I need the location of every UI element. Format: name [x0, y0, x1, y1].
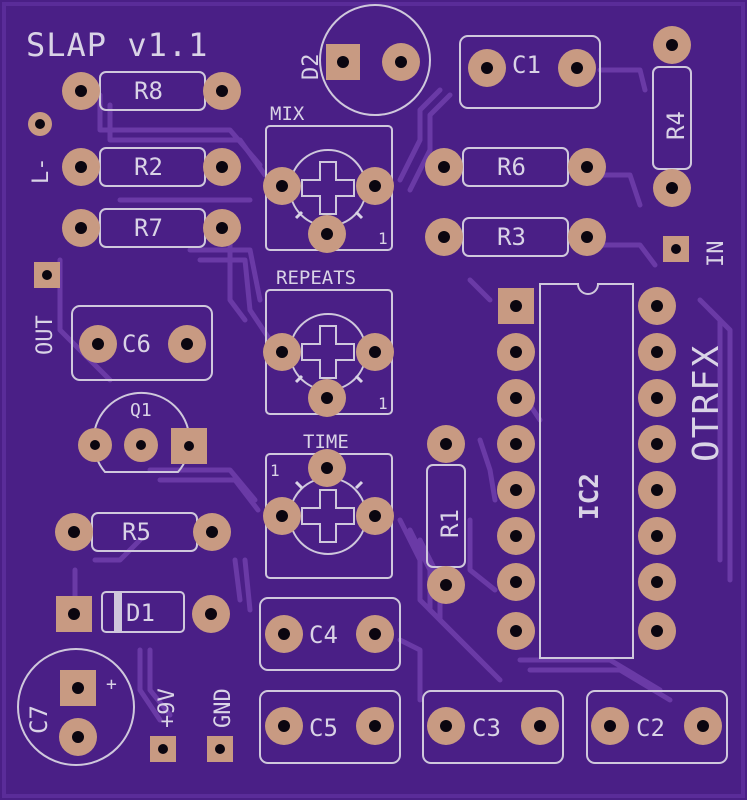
repeats-trimpot: REPEATS 1 — [263, 267, 394, 417]
mix-trimpot: MIX 1 — [263, 103, 394, 253]
r2-label: R2 — [134, 153, 163, 181]
c7-capacitor: + C7 — [17, 648, 135, 766]
r3-resistor: R3 — [425, 217, 606, 257]
d2-led: D2 — [299, 4, 431, 116]
c2-label: C2 — [636, 714, 665, 742]
r1-label: R1 — [436, 509, 464, 538]
d2-label: D2 — [299, 54, 324, 81]
mix-pin1-label: 1 — [378, 229, 388, 248]
c1-label: C1 — [512, 51, 541, 79]
plus9v-label: +9V — [155, 688, 180, 728]
brand-label: OTRFX — [686, 344, 727, 462]
r8-label: R8 — [134, 77, 163, 105]
mix-label: MIX — [270, 103, 305, 125]
repeats-pin1-label: 1 — [378, 394, 388, 413]
time-pin1-label: 1 — [270, 461, 280, 480]
r4-resistor: R4 — [652, 26, 692, 207]
r4-label: R4 — [662, 111, 690, 140]
l-minus-label: L- — [29, 158, 54, 185]
time-label: TIME — [303, 431, 349, 453]
time-trimpot: TIME 1 — [263, 431, 394, 579]
repeats-label: REPEATS — [276, 267, 356, 289]
q1-transistor: Q1 — [78, 391, 207, 473]
c5-label: C5 — [309, 714, 338, 742]
q1-label: Q1 — [130, 400, 152, 421]
c1-capacitor: C1 — [459, 35, 601, 109]
c4-capacitor: C4 — [259, 597, 401, 671]
ic2-chip: IC2 — [497, 283, 676, 659]
r3-label: R3 — [497, 223, 526, 251]
c7-label: C7 — [25, 705, 53, 734]
c6-capacitor: C6 — [71, 305, 213, 381]
c5-capacitor: C5 — [259, 690, 401, 764]
pot-tick-marks — [294, 210, 364, 490]
ic2-label: IC2 — [575, 473, 605, 520]
board-title: SLAP v1.1 — [26, 26, 208, 64]
r5-resistor: R5 — [55, 512, 231, 552]
in-label: IN — [704, 241, 729, 268]
c3-capacitor: C3 — [422, 690, 564, 764]
c4-label: C4 — [309, 621, 338, 649]
gnd-label: GND — [211, 688, 236, 728]
d1-diode: D1 — [56, 591, 230, 633]
out-label: OUT — [33, 315, 58, 355]
r2-resistor: R2 — [62, 147, 241, 187]
r5-label: R5 — [122, 518, 151, 546]
r7-resistor: R7 — [62, 208, 241, 248]
d1-label: D1 — [126, 599, 155, 627]
c6-label: C6 — [122, 330, 151, 358]
r8-resistor: R8 — [62, 71, 241, 111]
c2-capacitor: C2 — [586, 690, 728, 764]
r6-label: R6 — [497, 153, 526, 181]
r7-label: R7 — [134, 214, 163, 242]
r6-resistor: R6 — [425, 147, 606, 187]
power-9v: +9V — [150, 688, 180, 762]
c3-label: C3 — [472, 714, 501, 742]
power-gnd: GND — [207, 688, 236, 762]
r1-resistor: R1 — [426, 425, 466, 604]
c7-plus-label: + — [106, 674, 117, 695]
